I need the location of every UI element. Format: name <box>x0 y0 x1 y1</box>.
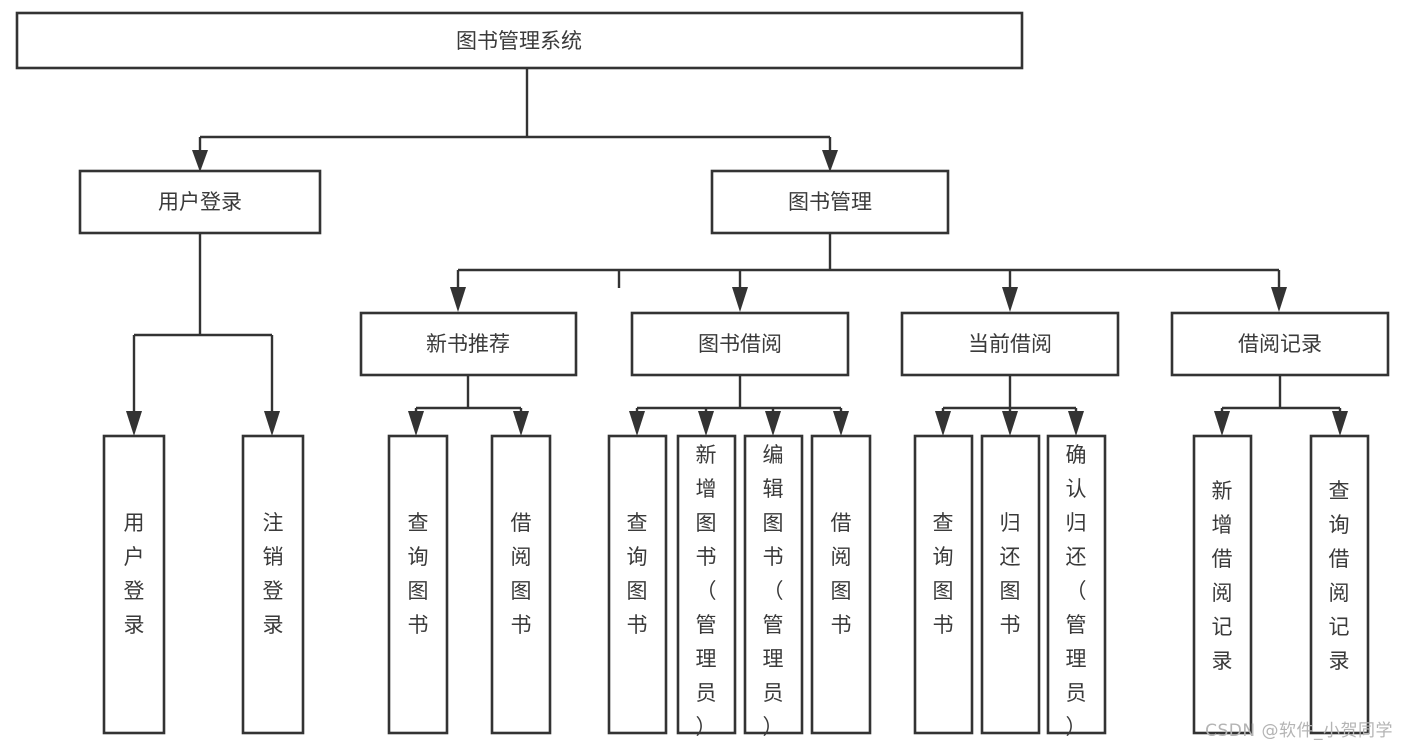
leaf-edit-book-box[interactable] <box>743 434 804 735</box>
leaf-add-book-label: 新增图书（管理员） <box>696 443 717 739</box>
edge-userlogin-bus <box>132 233 274 412</box>
node-new-book-box[interactable] <box>359 311 578 377</box>
leaf-user-login[interactable]: 用户登录 <box>102 434 166 735</box>
arrow-bookmgmt-to-new-book <box>450 287 466 312</box>
leaf-return-book[interactable]: 归还图书 <box>980 434 1041 735</box>
leaf-query-book-3-box[interactable] <box>913 434 974 735</box>
node-current-borrow[interactable]: 当前借阅 <box>900 311 1120 377</box>
edge-borrow-bus <box>635 375 843 412</box>
leaf-borrow-book-1-label: 借阅图书 <box>511 511 532 637</box>
leaf-add-record-box[interactable] <box>1192 434 1253 735</box>
node-root-box[interactable] <box>15 11 1024 70</box>
edge-newbook-bus <box>414 375 523 412</box>
node-book-mgmt[interactable]: 图书管理 <box>710 169 950 235</box>
node-borrow-label: 图书借阅 <box>698 332 782 356</box>
arrow-root-to-user-login <box>192 150 208 172</box>
node-user-login-label: 用户登录 <box>158 190 242 214</box>
node-new-book-label: 新书推荐 <box>426 332 510 356</box>
leaf-query-record-box[interactable] <box>1309 434 1370 735</box>
arrow-bookmgmt-to-records <box>1271 287 1287 312</box>
arrow-current-to-confirm-return <box>1068 411 1084 436</box>
arrow-newbook-to-query-book <box>408 411 424 436</box>
leaf-return-book-label: 归还图书 <box>1000 511 1021 637</box>
arrow-newbook-to-borrow-book <box>513 411 529 436</box>
node-borrow-records-label: 借阅记录 <box>1238 332 1322 356</box>
leaf-borrow-book-2-label: 借阅图书 <box>831 511 852 637</box>
leaf-return-book-box[interactable] <box>980 434 1041 735</box>
node-current-borrow-box[interactable] <box>900 311 1120 377</box>
leaf-logout-box[interactable] <box>241 434 305 735</box>
arrow-borrow-to-borrow-book <box>833 411 849 436</box>
arrow-userlogin-to-l-logout <box>264 411 280 436</box>
leaf-query-book-1[interactable]: 查询图书 <box>387 434 449 735</box>
leaf-add-book[interactable]: 新增图书（管理员） <box>676 434 737 739</box>
arrow-records-to-add-record <box>1214 411 1230 436</box>
node-root[interactable]: 图书管理系统 <box>15 11 1024 70</box>
node-book-mgmt-box[interactable] <box>710 169 950 235</box>
node-new-book[interactable]: 新书推荐 <box>359 311 578 377</box>
arrow-records-to-query-record <box>1332 411 1348 436</box>
leaf-query-book-3[interactable]: 查询图书 <box>913 434 974 735</box>
leaf-confirm-return[interactable]: 确认归还（管理员） <box>1046 434 1107 739</box>
arrow-borrow-to-add-book <box>698 411 714 436</box>
connector-layer <box>126 68 1348 436</box>
arrow-bookmgmt-to-borrow <box>732 287 748 312</box>
leaf-edit-book-label: 编辑图书（管理员） <box>763 443 784 739</box>
node-root-label: 图书管理系统 <box>456 29 582 53</box>
leaf-query-record[interactable]: 查询借阅记录 <box>1309 434 1370 735</box>
leaf-user-login-label: 用户登录 <box>124 511 145 637</box>
leaf-query-book-2-box[interactable] <box>607 434 668 735</box>
arrow-userlogin-to-l-user-login <box>126 411 142 436</box>
leaf-borrow-book-1[interactable]: 借阅图书 <box>490 434 552 735</box>
leaf-borrow-book-1-box[interactable] <box>490 434 552 735</box>
edge-records-bus <box>1220 375 1342 412</box>
leaf-logout-label: 注销登录 <box>263 511 284 637</box>
node-user-login-box[interactable] <box>78 169 322 235</box>
arrow-borrow-to-query-book <box>629 411 645 436</box>
node-borrow-records[interactable]: 借阅记录 <box>1170 311 1390 377</box>
arrow-bookmgmt-to-current <box>1002 287 1018 312</box>
leaf-user-login-box[interactable] <box>102 434 166 735</box>
leaf-query-book-1-box[interactable] <box>387 434 449 735</box>
node-borrow-box[interactable] <box>630 311 850 377</box>
leaf-query-book-2-label: 查询图书 <box>627 511 648 637</box>
leaf-add-book-box[interactable] <box>676 434 737 735</box>
node-borrow[interactable]: 图书借阅 <box>630 311 850 377</box>
node-user-login[interactable]: 用户登录 <box>78 169 322 235</box>
arrow-borrow-to-edit-book <box>765 411 781 436</box>
node-current-borrow-label: 当前借阅 <box>968 332 1052 356</box>
arrow-current-to-query-book <box>935 411 951 436</box>
leaf-query-book-3-label: 查询图书 <box>933 511 954 637</box>
leaf-confirm-return-box[interactable] <box>1046 434 1107 735</box>
leaf-edit-book[interactable]: 编辑图书（管理员） <box>743 434 804 739</box>
leaf-add-record[interactable]: 新增借阅记录 <box>1192 434 1253 735</box>
leaf-query-book-1-label: 查询图书 <box>408 511 429 637</box>
leaf-logout[interactable]: 注销登录 <box>241 434 305 735</box>
leaf-query-book-2[interactable]: 查询图书 <box>607 434 668 735</box>
edge-bookmgmt-bus <box>456 233 1281 288</box>
edge-current-bus <box>941 375 1078 412</box>
leaf-borrow-book-2-box[interactable] <box>810 434 872 735</box>
node-borrow-records-box[interactable] <box>1170 311 1390 377</box>
node-book-mgmt-label: 图书管理 <box>788 190 872 214</box>
leaf-query-record-label: 查询借阅记录 <box>1329 479 1350 673</box>
arrow-current-to-return-book <box>1002 411 1018 436</box>
edge-root-bus <box>198 68 832 158</box>
leaf-add-record-label: 新增借阅记录 <box>1212 479 1233 673</box>
arrow-root-to-book-mgmt <box>822 150 838 172</box>
leaf-borrow-book-2[interactable]: 借阅图书 <box>810 434 872 735</box>
leaf-confirm-return-label: 确认归还（管理员） <box>1066 443 1087 739</box>
